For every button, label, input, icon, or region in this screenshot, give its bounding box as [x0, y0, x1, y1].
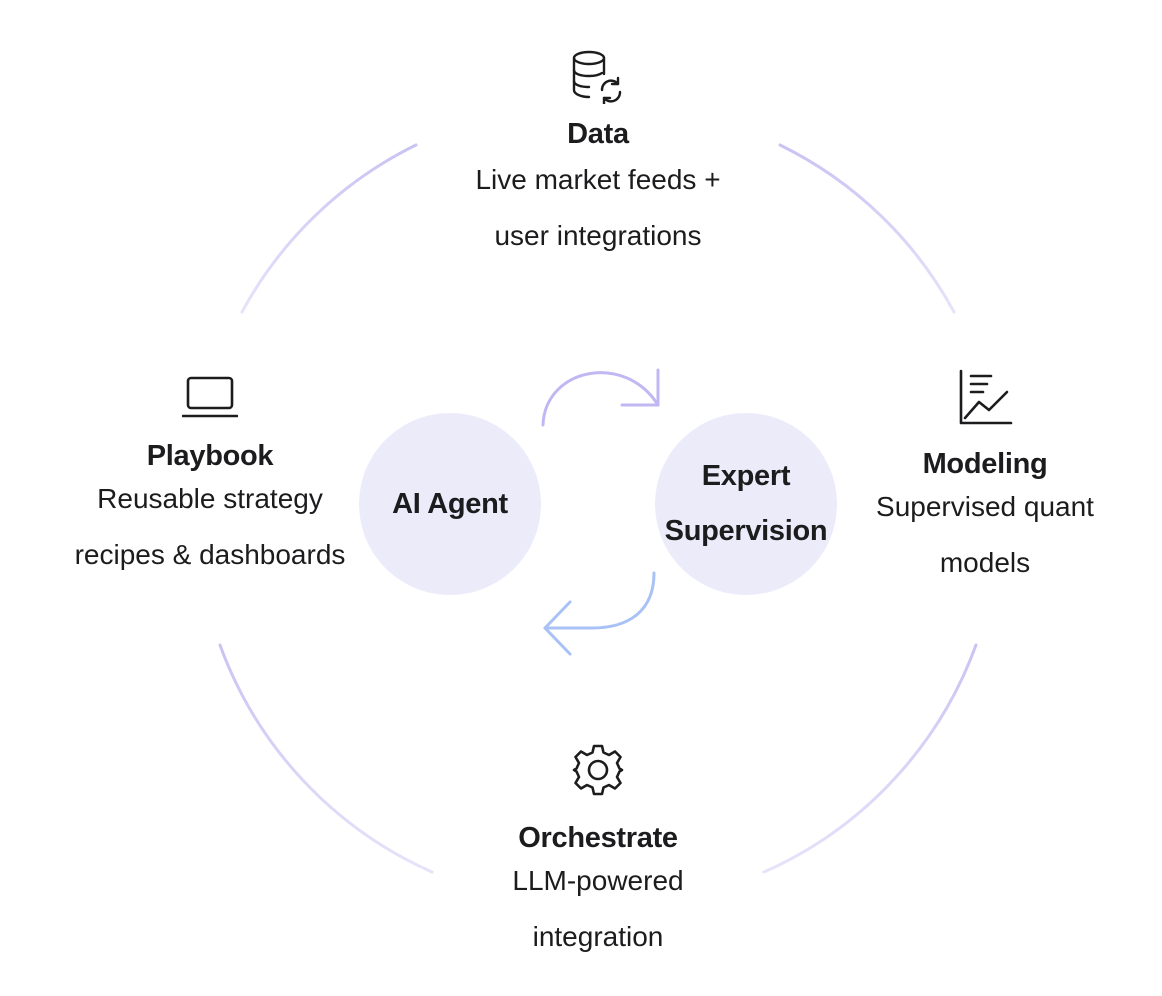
node-data-title: Data	[567, 118, 629, 150]
node-playbook-desc-line2: recipes & dashboards	[74, 539, 346, 570]
laptop-icon	[182, 376, 238, 418]
node-modeling-desc-line2: models	[939, 547, 1031, 578]
ring-arc-top-left	[240, 143, 418, 314]
node-modeling-desc-line1: Supervised quant	[876, 491, 1094, 522]
ring-arc-bottom-right	[762, 643, 978, 874]
node-orchestrate-desc-line2: integration	[532, 921, 664, 952]
gear-icon	[572, 744, 624, 796]
node-playbook: Playbook Reusable strategy recipes & das…	[40, 374, 380, 586]
arrow-agent-to-expert	[541, 368, 660, 427]
node-modeling-title: Modeling	[922, 448, 1048, 480]
database-sync-icon	[572, 50, 622, 104]
ring-arc-top-right	[778, 143, 956, 314]
node-data: Data Live market feeds + user integratio…	[398, 48, 798, 264]
node-orchestrate: Orchestrate LLM-powered integration	[398, 742, 798, 968]
node-data-desc-line1: Live market feeds +	[475, 164, 721, 195]
ring-arc-bottom-left	[218, 643, 434, 874]
expert-supervision-label-line1: Expert	[701, 460, 791, 492]
ai-agent-circle: AI Agent	[359, 413, 541, 595]
node-data-desc-line2: user integrations	[494, 220, 702, 251]
node-playbook-title: Playbook	[146, 440, 274, 472]
node-playbook-desc-line1: Reusable strategy	[97, 483, 323, 514]
node-orchestrate-desc-line1: LLM-powered	[512, 865, 684, 896]
arrow-expert-to-agent	[543, 571, 656, 656]
expert-supervision-circle: Expert Supervision	[655, 413, 837, 595]
node-orchestrate-title: Orchestrate	[518, 822, 678, 854]
line-chart-icon	[959, 369, 1013, 425]
expert-supervision-label-line2: Supervision	[664, 515, 828, 547]
node-modeling: Modeling Supervised quant models	[840, 368, 1130, 594]
ai-agent-label: AI Agent	[392, 487, 508, 520]
